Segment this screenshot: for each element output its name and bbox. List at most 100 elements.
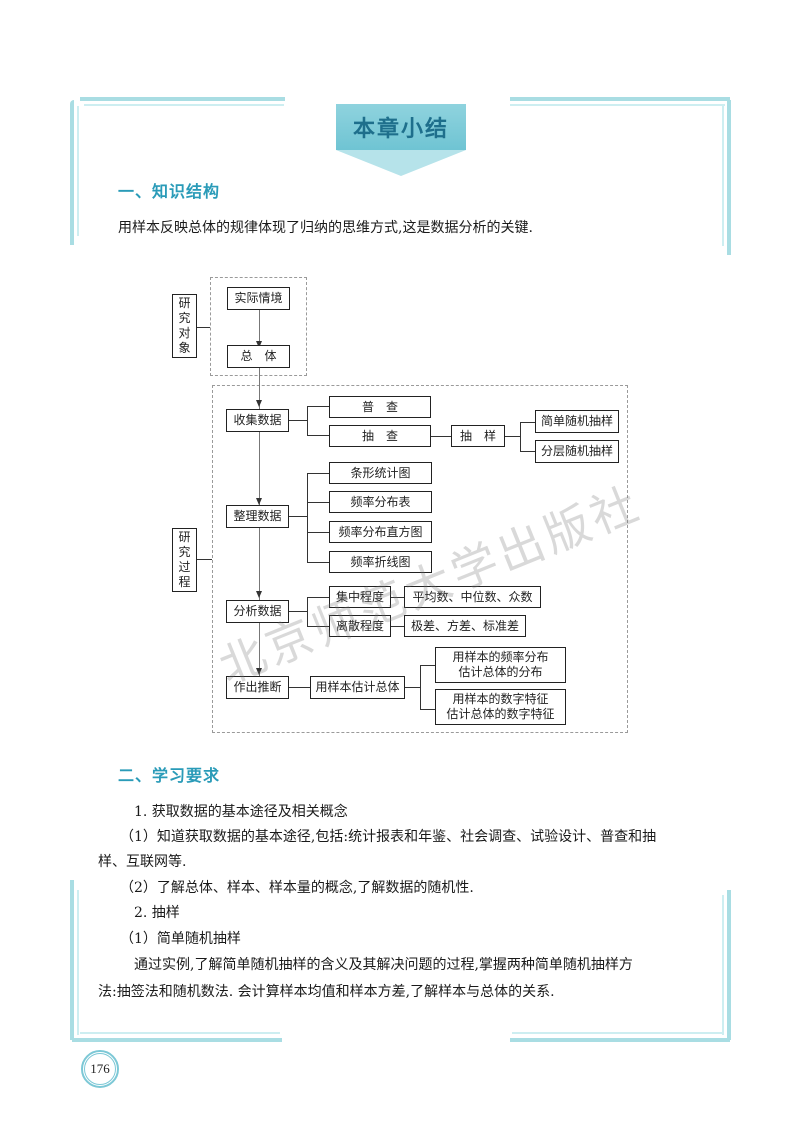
connector bbox=[420, 709, 435, 710]
label-char: 对 bbox=[178, 326, 191, 340]
frame-right-bottom-inner bbox=[722, 895, 724, 1035]
connector bbox=[520, 451, 535, 452]
node-central-measures: 平均数、中位数、众数 bbox=[404, 586, 541, 608]
connector bbox=[289, 420, 307, 421]
node-sampling: 抽 样 bbox=[451, 425, 505, 447]
connector bbox=[520, 422, 535, 423]
frame-bottom-right-inner bbox=[512, 1032, 724, 1034]
arrow-down-icon bbox=[256, 341, 262, 348]
label-char: 研 bbox=[178, 296, 191, 310]
requirement-line: 样、互联网等. bbox=[98, 854, 187, 870]
node-frequency-estimate: 用样本的频率分布 估计总体的分布 bbox=[435, 647, 566, 683]
node-line: 用样本的数字特征 bbox=[452, 692, 549, 706]
frame-top-right bbox=[510, 97, 730, 101]
connector bbox=[307, 473, 329, 474]
node-collect-data: 收集数据 bbox=[226, 409, 289, 432]
label-char: 究 bbox=[178, 311, 191, 325]
connector bbox=[391, 626, 404, 627]
frame-top-right-inner bbox=[510, 104, 725, 106]
connector bbox=[307, 532, 329, 533]
label-char: 程 bbox=[178, 575, 191, 589]
connector bbox=[307, 406, 308, 435]
connector bbox=[307, 626, 329, 627]
requirement-line: 2. 抽样 bbox=[134, 905, 180, 921]
node-sample-survey: 抽 查 bbox=[329, 425, 431, 447]
page-number: 176 bbox=[84, 1053, 116, 1085]
frame-right-bottom bbox=[727, 890, 731, 1040]
connector bbox=[307, 597, 308, 626]
requirement-line: 法:抽签法和随机数法. 会计算样本均值和样本方差,了解样本与总体的关系. bbox=[98, 984, 555, 1000]
connector bbox=[307, 597, 329, 598]
connector bbox=[197, 327, 210, 328]
connector bbox=[505, 436, 520, 437]
node-analyze-data: 分析数据 bbox=[226, 600, 289, 623]
node-make-inference: 作出推断 bbox=[226, 676, 289, 699]
frame-right-top-inner bbox=[722, 106, 724, 246]
node-census: 普 查 bbox=[329, 396, 431, 418]
connector bbox=[431, 436, 451, 437]
requirement-line: （2）了解总体、样本、样本量的概念,了解数据的随机性. bbox=[120, 880, 474, 896]
frame-right-top bbox=[727, 100, 731, 255]
frame-left-top bbox=[70, 100, 74, 245]
object-region bbox=[210, 277, 307, 376]
node-line: 估计总体的分布 bbox=[458, 665, 543, 679]
title-badge: 本章小结 bbox=[336, 104, 466, 150]
connector bbox=[289, 611, 307, 612]
research-process-label: 研 究 过 程 bbox=[172, 528, 197, 592]
connector bbox=[289, 687, 310, 688]
node-organize-data: 整理数据 bbox=[226, 505, 289, 528]
research-object-label: 研 究 对 象 bbox=[172, 294, 197, 358]
requirement-line: 通过实例,了解简单随机抽样的含义及其解决问题的过程,掌握两种简单随机抽样方 bbox=[134, 957, 633, 973]
arrow-down-icon bbox=[256, 498, 262, 505]
connector bbox=[391, 597, 404, 598]
node-stratified-random-sampling: 分层随机抽样 bbox=[535, 440, 619, 463]
frame-left-bottom bbox=[70, 880, 74, 1040]
process-region bbox=[212, 385, 628, 733]
arrow-down-icon bbox=[256, 668, 262, 675]
node-line: 估计总体的数字特征 bbox=[446, 707, 555, 721]
frame-left-top-inner bbox=[77, 106, 79, 236]
requirement-line: 1. 获取数据的基本途径及相关概念 bbox=[134, 804, 348, 820]
node-numeric-feature-estimate: 用样本的数字特征 估计总体的数字特征 bbox=[435, 689, 566, 725]
node-population: 总 体 bbox=[227, 345, 290, 368]
node-dispersion-measures: 极差、方差、标准差 bbox=[404, 615, 526, 637]
chapter-summary-title: 本章小结 bbox=[352, 117, 449, 142]
label-char: 研 bbox=[178, 530, 191, 544]
frame-left-bottom-inner bbox=[77, 890, 79, 1035]
connector bbox=[405, 687, 420, 688]
node-central-tendency: 集中程度 bbox=[329, 586, 391, 608]
frame-bottom-right bbox=[510, 1038, 730, 1042]
frame-bottom-left bbox=[72, 1038, 282, 1042]
node-actual-situation: 实际情境 bbox=[227, 287, 290, 310]
label-char: 象 bbox=[178, 341, 191, 355]
connector bbox=[307, 406, 329, 407]
arrow-down-icon bbox=[256, 400, 262, 407]
connector bbox=[420, 665, 435, 666]
frame-bottom-left-inner bbox=[80, 1032, 280, 1034]
section-heading-learning-requirements: 二、学习要求 bbox=[118, 766, 221, 785]
requirement-line: （1）简单随机抽样 bbox=[120, 931, 241, 947]
frame-top-left-inner bbox=[84, 104, 284, 106]
label-char: 究 bbox=[178, 545, 191, 559]
node-estimate-population: 用样本估计总体 bbox=[310, 676, 405, 699]
connector bbox=[520, 422, 521, 451]
section-intro: 用样本反映总体的规律体现了归纳的思维方式,这是数据分析的关键. bbox=[118, 220, 533, 236]
connector bbox=[307, 473, 308, 562]
connector bbox=[307, 435, 329, 436]
spine bbox=[259, 310, 260, 348]
connector bbox=[307, 562, 329, 563]
node-line: 用样本的频率分布 bbox=[452, 650, 549, 664]
node-simple-random-sampling: 简单随机抽样 bbox=[535, 410, 619, 433]
node-frequency-histogram: 频率分布直方图 bbox=[329, 521, 432, 543]
connector bbox=[289, 516, 307, 517]
requirement-line: （1）知道获取数据的基本途径,包括:统计报表和年鉴、社会调查、试验设计、普查和抽 bbox=[120, 829, 657, 845]
label-char: 过 bbox=[178, 560, 191, 574]
frame-top-left bbox=[80, 97, 285, 101]
connector bbox=[307, 502, 329, 503]
node-dispersion: 离散程度 bbox=[329, 615, 391, 637]
section-heading-knowledge-structure: 一、知识结构 bbox=[118, 182, 221, 201]
node-frequency-polygon: 频率折线图 bbox=[329, 551, 432, 573]
page-number-badge: 176 bbox=[81, 1050, 119, 1088]
connector bbox=[420, 665, 421, 709]
node-bar-chart: 条形统计图 bbox=[329, 462, 432, 484]
